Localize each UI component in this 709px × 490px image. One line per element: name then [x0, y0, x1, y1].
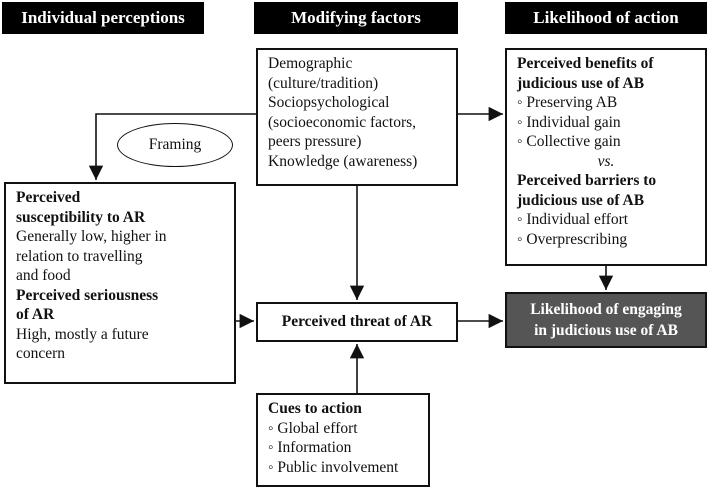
susceptibility-text: Generally low, higher in: [16, 228, 167, 245]
framing-ellipse: Framing: [117, 123, 233, 167]
cues-title: Cues to action: [268, 400, 362, 417]
individual-perceptions-box: Perceived susceptibility to AR Generally…: [4, 182, 236, 384]
perceived-threat-box: Perceived threat of AR: [256, 302, 458, 342]
seriousness-text: High, mostly a future: [16, 325, 149, 343]
cues-to-action-box: Cues to action ◦ Global effort ◦ Informa…: [256, 393, 430, 487]
likelihood-line: in judicious use of AB: [534, 322, 678, 339]
benefits-title: judicious use of AB: [517, 74, 645, 92]
modifying-line: (culture/tradition): [268, 74, 379, 92]
barrier-item: ◦ Individual effort: [517, 211, 629, 228]
modifying-factors-box: Demographic (culture/tradition) Sociopsy…: [256, 48, 458, 186]
modifying-line: Sociopsychological: [268, 94, 390, 111]
likelihood-of-engaging-box: Likelihood of engaging in judicious use …: [505, 292, 707, 348]
benefits-title: Perceived benefits of: [517, 55, 654, 72]
benefit-item: ◦ Preserving AB: [517, 94, 618, 111]
seriousness-title: of AR: [16, 306, 55, 323]
modifying-line: (socioeconomic factors,: [268, 113, 417, 131]
modifying-line: peers pressure): [268, 133, 362, 150]
header-individual-perceptions: Individual perceptions: [2, 2, 204, 34]
modifying-line: Demographic: [268, 55, 353, 72]
benefits-barriers-box: Perceived benefits of judicious use of A…: [505, 48, 707, 266]
susceptibility-title: Perceived: [16, 189, 81, 206]
arrow-modifying-to-perceptions: [88, 113, 256, 180]
seriousness-text: concern: [16, 345, 66, 362]
modifying-line: Knowledge (awareness): [268, 152, 418, 170]
susceptibility-title: susceptibility to AR: [16, 208, 146, 226]
seriousness-title: Perceived seriousness: [16, 286, 159, 304]
cue-item: ◦ Public involvement: [268, 458, 399, 476]
susceptibility-text: relation to travelling: [16, 247, 143, 265]
susceptibility-text: and food: [16, 267, 71, 284]
benefit-item: ◦ Collective gain: [517, 133, 621, 150]
benefit-item: ◦ Individual gain: [517, 113, 621, 131]
barriers-title: judicious use of AB: [517, 191, 645, 209]
barriers-title: Perceived barriers to: [517, 172, 657, 189]
cue-item: ◦ Information: [268, 439, 352, 456]
cue-item: ◦ Global effort: [268, 419, 358, 437]
versus-label: vs.: [597, 152, 615, 170]
likelihood-line: Likelihood of engaging: [530, 301, 682, 318]
header-modifying-factors: Modifying factors: [254, 2, 458, 34]
barrier-item: ◦ Overprescribing: [517, 230, 628, 248]
header-likelihood-of-action: Likelihood of action: [505, 2, 707, 34]
